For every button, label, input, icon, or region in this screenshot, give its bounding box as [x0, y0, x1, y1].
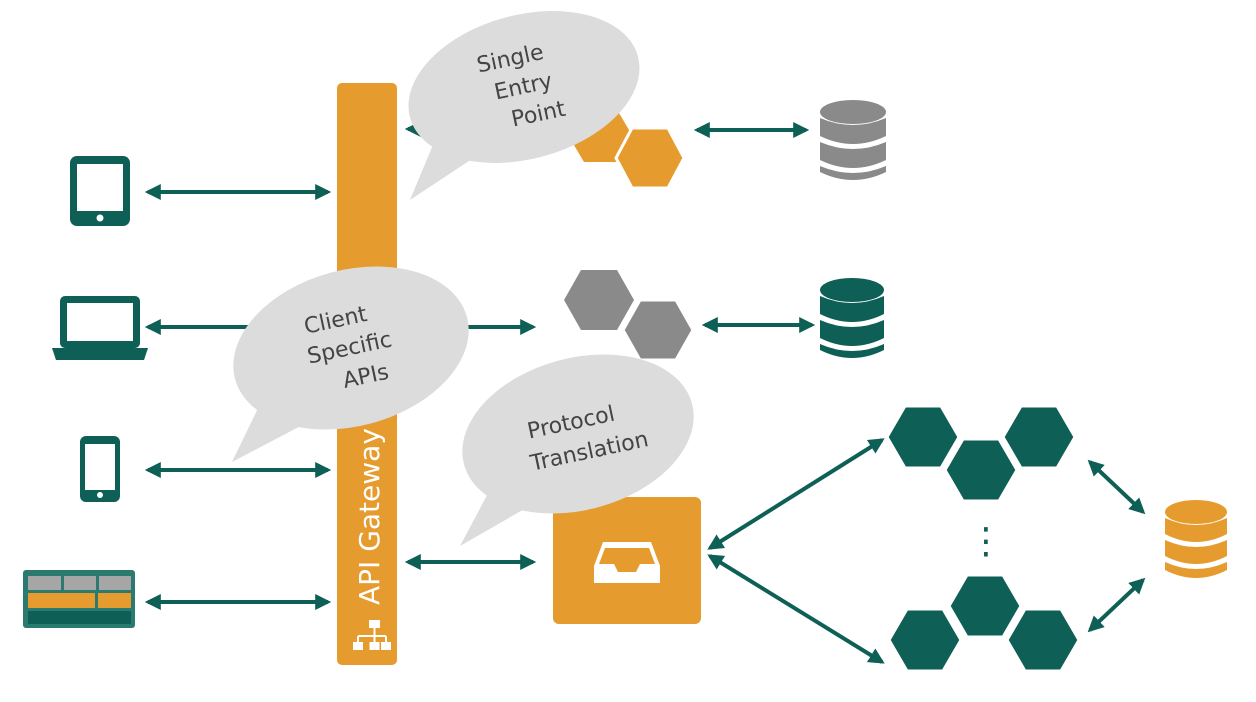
cluster-db-arrows: [1087, 459, 1146, 633]
hexagon-cluster-icon: [564, 270, 695, 362]
sitemap-icon: [353, 620, 391, 650]
api-gateway-label: API Gateway: [353, 428, 386, 605]
hexagon-cluster-icon: [887, 573, 1081, 673]
bubble-single-entry-point: Single Entry Point: [408, 11, 640, 200]
inbox-icon: [553, 497, 701, 624]
bubble-client-specific-apis: Client Specific APIs: [232, 266, 469, 462]
hexagon-cluster-icon: [885, 404, 1077, 503]
ellipsis: ⋮: [968, 521, 1004, 562]
smartphone-icon: [80, 436, 120, 502]
tablet-icon: [70, 156, 130, 226]
database-icon: [1165, 500, 1227, 578]
laptop-icon: [52, 296, 148, 360]
gateway-arrows: [404, 121, 537, 570]
database-icon: [820, 100, 886, 180]
bubble-protocol-translation: Protocol Translation: [460, 354, 694, 546]
database-icon: [820, 278, 884, 358]
queue-arrows: [707, 438, 885, 664]
web-app-icon: [23, 570, 135, 628]
